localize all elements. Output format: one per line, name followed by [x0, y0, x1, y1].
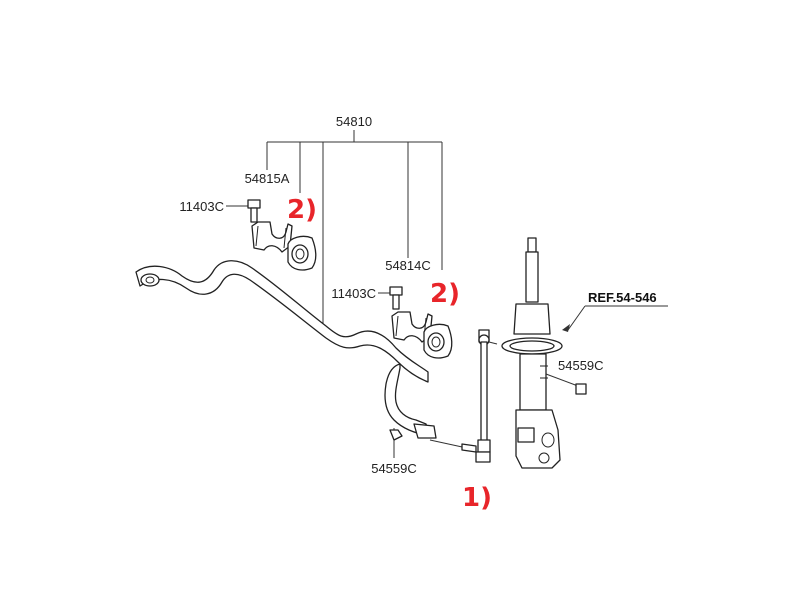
right-bushing [423, 323, 453, 359]
strut-assembly [501, 237, 563, 469]
link-nut [389, 428, 403, 458]
label-main-part: 54810 [336, 114, 372, 129]
ref-leader [562, 305, 668, 332]
strut-nut [545, 373, 587, 395]
right-bolt [378, 286, 403, 310]
left-bushing [287, 235, 317, 271]
callout-bushing-right: 2) [430, 279, 460, 309]
label-ref: REF.54-546 [588, 290, 657, 305]
callout-bushing-left: 2) [287, 195, 317, 225]
stabilizer-bar [135, 260, 437, 439]
right-bracket [391, 311, 433, 343]
left-bracket [251, 221, 293, 253]
label-bolt-left: 11403C [179, 199, 224, 214]
label-bushing-right: 54814C [385, 258, 431, 273]
label-bolt-right: 11403C [331, 286, 376, 301]
label-nut-link: 54559C [371, 461, 417, 476]
main-part-leader [266, 130, 443, 330]
callout-link: 1) [462, 483, 492, 513]
label-bushing-left: 54815A [245, 171, 290, 186]
left-bolt [226, 199, 261, 223]
stabilizer-link [429, 329, 498, 463]
label-nut-strut: 54559C [558, 358, 604, 373]
